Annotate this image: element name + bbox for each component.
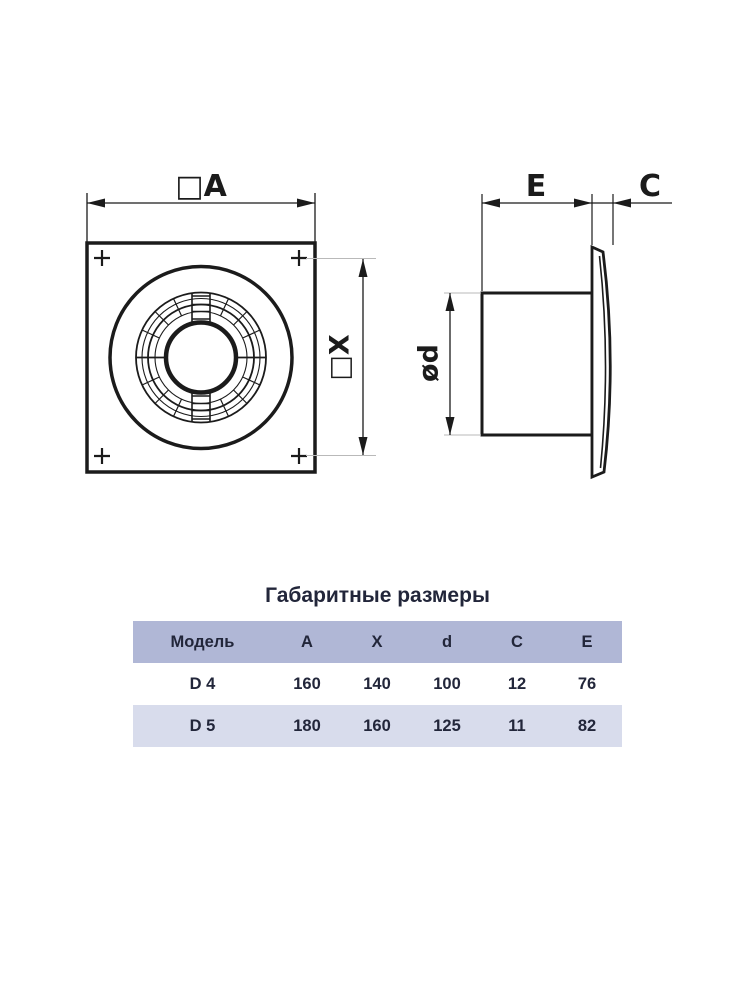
table-title: Габаритные размеры: [265, 584, 490, 607]
model-cell: D 4: [189, 674, 216, 693]
table-row: D 5 180 160 125 11 82: [133, 705, 622, 747]
grille-outer-circle: [108, 264, 294, 451]
technical-drawing: □A: [85, 169, 672, 480]
column-header-e: E: [581, 632, 593, 651]
table-row: D 4 160 140 100 12 76: [133, 663, 622, 705]
arrow-down-icon: [358, 437, 368, 455]
grille-radial-ticks: [141, 298, 261, 417]
arrow-left-icon: [613, 198, 631, 208]
value-cell: 82: [577, 716, 597, 735]
value-cell: 76: [577, 674, 597, 693]
value-cell: 160: [293, 674, 321, 693]
front-view: □A: [85, 169, 376, 474]
value-cell: 100: [433, 674, 461, 693]
table-header-row: Модель A X d C E: [133, 621, 622, 663]
arrow-up-icon: [358, 259, 368, 277]
front-flange-inner-curve: [598, 255, 607, 469]
side-view: E C ød: [414, 169, 672, 480]
column-header-a: A: [301, 632, 313, 651]
dimension-c: C: [592, 169, 672, 208]
arrow-left-icon: [87, 198, 105, 208]
dimension-d-label: ød: [414, 344, 445, 382]
column-header-x: X: [371, 632, 383, 651]
column-header-model: Модель: [170, 632, 235, 651]
front-panel: [85, 241, 317, 474]
dimension-a: □A: [86, 169, 316, 243]
column-header-c: C: [511, 632, 523, 651]
dimension-x-extension-lines: [306, 258, 376, 456]
dimension-x-label: □X: [325, 334, 356, 381]
dimension-c-label: C: [639, 169, 661, 204]
grille-bottom-ladder: [191, 392, 211, 423]
dimension-e: E: [481, 169, 614, 291]
grille-top-ladder: [191, 292, 211, 323]
dimensions-table: Модель A X d C E D 4 160 140 100 12 76 D…: [133, 621, 622, 747]
arrow-down-icon: [445, 417, 455, 435]
column-header-d: d: [441, 632, 453, 651]
arrow-right-icon: [574, 198, 592, 208]
value-cell: 180: [293, 716, 321, 735]
dimension-a-label: □A: [175, 169, 227, 204]
arrow-right-icon: [297, 198, 315, 208]
value-cell: 125: [433, 716, 461, 735]
dimensions-section: Габаритные размеры Модель A X d C E D 4 …: [133, 584, 622, 747]
dimension-x: □X: [306, 258, 376, 456]
value-cell: 11: [508, 716, 526, 735]
arrow-left-icon: [482, 198, 500, 208]
value-cell: 160: [363, 716, 391, 735]
fan-grille: [108, 264, 294, 451]
value-cell: 140: [363, 674, 391, 693]
dimension-e-label: E: [526, 169, 547, 204]
value-cell: 12: [507, 674, 527, 693]
model-cell: D 5: [189, 716, 216, 735]
mounting-hole-markers: [94, 250, 307, 464]
dimension-a-extension-lines: [86, 193, 316, 243]
arrow-up-icon: [445, 293, 455, 311]
front-flange: [590, 244, 612, 480]
duct-body: [480, 291, 594, 437]
dimension-d: ød: [414, 292, 481, 436]
